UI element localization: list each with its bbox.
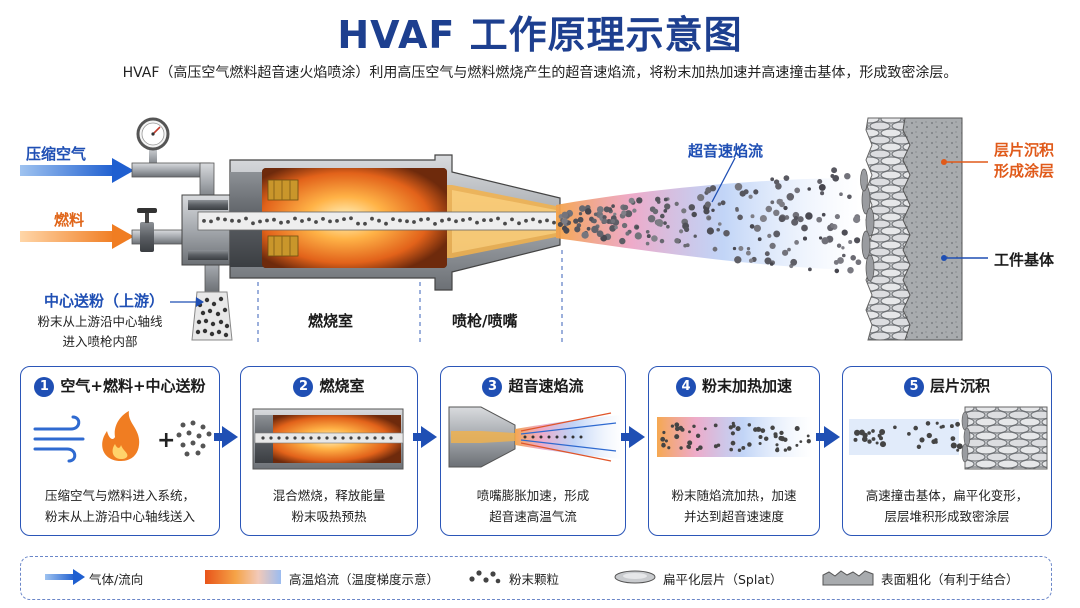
legend-label-4: 扁平化层片（Splat） (663, 572, 783, 587)
step-number-4: 4 (675, 377, 696, 397)
step-3-illustration (448, 406, 623, 468)
label-combustion-chamber: 燃烧室 (308, 312, 354, 330)
gun-body (197, 154, 561, 291)
pressure-gauge-icon (136, 117, 170, 168)
powder-hopper-icon (191, 291, 233, 341)
powder-particles (202, 167, 862, 274)
step-card-2: 2 燃烧室 混合燃烧，释放能量粉末吸热预热 (240, 366, 418, 536)
legend-label-5: 表面粗化（有利于结合） (881, 572, 1019, 587)
step-title-1: 空气+燃料+中心送粉 (60, 377, 206, 395)
svg-text:+: + (157, 428, 175, 453)
flow-arrow-4 (816, 426, 840, 448)
label-substrate: 工件基体 (994, 251, 1055, 269)
step-desc-2a: 混合燃烧，释放能量 (272, 488, 386, 503)
step-desc-2b: 粉末吸热预热 (291, 509, 367, 524)
step-number-1: 1 (34, 377, 55, 397)
step-5-illustration (849, 406, 1048, 470)
step-number-3: 3 (482, 377, 503, 397)
legend-label-2: 高温焰流（温度梯度示意） (289, 572, 440, 587)
step-card-5: 5 层片沉积 高速撞击基体，扁平化变形， 层层堆积形成致密涂层 (842, 366, 1052, 536)
step-desc-5a: 高速撞击基体，扁平化变形， (865, 488, 1029, 503)
flame-icon (102, 411, 140, 461)
step-title-3: 超音速焰流 (508, 377, 584, 395)
step-2-illustration (252, 408, 404, 470)
substrate-wall (865, 117, 963, 341)
step-card-4: 4 粉末加热加速 粉末随焰流加热，加速并达到超音速速度 (648, 366, 820, 536)
wind-icon (33, 415, 85, 463)
flow-arrow-2 (413, 426, 437, 448)
step-desc-4a: 粉末随焰流加热，加速 (671, 488, 797, 503)
air-pipe (131, 162, 211, 178)
blue-arrow-icon (45, 569, 85, 585)
label-splat-coating: 层片沉积 形成涂层 (994, 141, 1055, 180)
fuel-arrow (20, 224, 134, 249)
step-desc-1a: 压缩空气与燃料进入系统， (44, 488, 195, 503)
step-desc-1b: 粉末从上游沿中心轴线送入 (44, 509, 195, 524)
center-feed-desc: 粉末从上游沿中心轴线 进入喷枪内部 (37, 314, 163, 349)
impact-splats (860, 168, 875, 282)
label-nozzle: 喷枪/喷嘴 (452, 312, 518, 330)
hvaf-gun-diagram (20, 117, 988, 346)
step-4-illustration (657, 417, 813, 457)
rough-surface-icon (822, 570, 874, 586)
step-title-2: 燃烧室 (319, 377, 365, 395)
step-number-2: 2 (293, 377, 314, 397)
legend-label-1: 气体/流向 (89, 572, 144, 587)
powder-icon (176, 420, 212, 457)
splat-icon (614, 570, 656, 584)
legend-label-3: 粉末颗粒 (509, 572, 560, 587)
flow-arrow-1 (214, 426, 238, 448)
step-desc-4b: 并达到超音速速度 (683, 509, 784, 524)
powder-particles-icon (469, 570, 501, 584)
compressed-air-arrow (20, 158, 134, 183)
step-title-4: 粉末加热加速 (701, 377, 792, 395)
page-title: HVAF 工作原理示意图 (337, 13, 743, 57)
step-desc-3a: 喷嘴膨胀加速，形成 (476, 488, 590, 503)
step-1-illustration: + (33, 411, 212, 463)
label-center-feed: 中心送粉（上游） (44, 292, 165, 310)
step-title-5: 层片沉积 (929, 377, 990, 395)
step-card-3: 3 超音速焰流 喷嘴膨胀加速，形成超音速高温气流 (440, 366, 626, 536)
section-dividers (257, 250, 563, 346)
step-desc-5b: 层层堆积形成致密涂层 (884, 509, 1010, 524)
label-supersonic-jet: 超音速焰流 (688, 142, 764, 160)
legend: 气体/流向 高温焰流（温度梯度示意） 粉末颗粒 扁平化层片（Splat） 表面粗… (20, 556, 1052, 600)
page-subtitle: HVAF（高压空气燃料超音速火焰喷涂）利用高压空气与燃料燃烧产生的超音速焰流，将… (122, 65, 958, 81)
flame-gradient-icon (205, 570, 281, 584)
flow-arrow-3 (621, 426, 645, 448)
step-card-1: 1 空气+燃料+中心送粉 + 压缩空气与燃料进入系统， 粉末从上游沿中心轴线送入 (20, 366, 220, 536)
step-number-5: 5 (903, 377, 924, 397)
step-desc-3b: 超音速高温气流 (489, 509, 577, 524)
label-compressed-air: 压缩空气 (26, 145, 87, 163)
fuel-valve-icon (137, 208, 157, 252)
label-fuel: 燃料 (54, 211, 85, 229)
jet-leader-line (711, 157, 736, 203)
